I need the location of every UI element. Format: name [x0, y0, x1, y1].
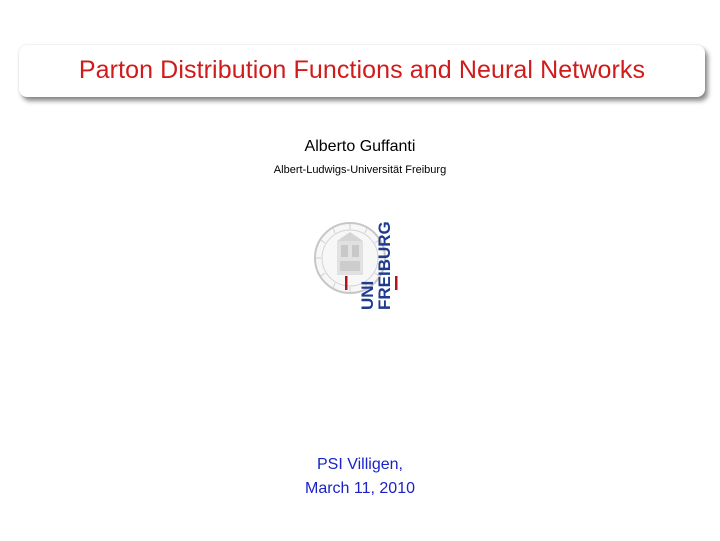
event-info: PSI Villigen, March 11, 2010 — [0, 453, 720, 501]
author-name: Alberto Guffanti — [304, 138, 416, 155]
event-location: PSI Villigen, — [317, 456, 403, 473]
logo-wordmark-line2: FREIBURG — [375, 221, 394, 310]
university-seal-icon: FREIBURG UNI — [314, 221, 398, 310]
slide-title: Parton Distribution Functions and Neural… — [78, 56, 646, 84]
university-logo: FREIBURG UNI — [310, 208, 410, 318]
institute-name: Albert-Ludwigs-Universität Freiburg — [273, 164, 447, 176]
event-date: March 11, 2010 — [305, 480, 415, 497]
title-box: Parton Distribution Functions and Neural… — [19, 45, 705, 97]
logo-wordmark-line1: UNI — [358, 281, 377, 310]
